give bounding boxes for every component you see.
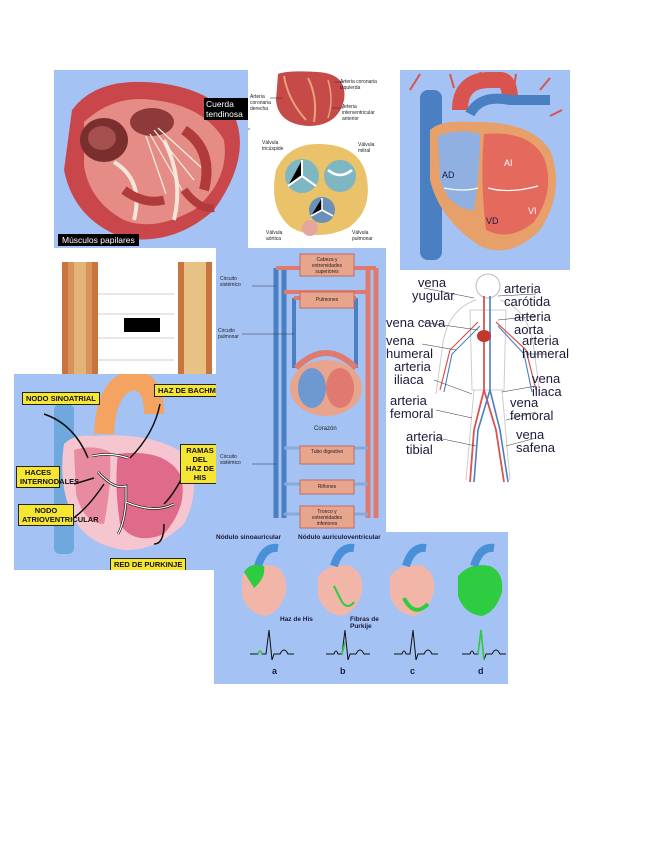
vessel-wall-illustration xyxy=(62,262,212,374)
purkinje-fibers-caption: Fibras de Purkije xyxy=(350,616,379,630)
chordae-label: Cuerda tendinosa xyxy=(204,98,250,120)
tricuspid-label: Válvula tricúspide xyxy=(262,140,284,152)
ecg-heart-d xyxy=(458,543,503,616)
anterior-artery-label: Arteria interventricular anterior xyxy=(342,104,375,122)
vi-label: VI xyxy=(528,206,537,216)
purkinje-network-tag: RED DE PURKINJE xyxy=(110,558,187,570)
arteria-carotida-label: arteria carótida xyxy=(504,281,551,309)
redacted-box xyxy=(124,318,160,332)
kidneys-box: Riñones xyxy=(317,484,337,490)
arteria-humeral-label: arteria humeral xyxy=(522,333,569,361)
ecg-label-d: d xyxy=(478,666,484,676)
ecg-heart-c xyxy=(390,543,435,616)
arteria-femoral-label: arteria femoral xyxy=(390,393,434,421)
circulation-panel: Cabeza y extremidades superiores Pulmone… xyxy=(216,248,386,532)
pulmonary-valve-label: Válvula pulmonar xyxy=(352,230,373,242)
ai-label: AI xyxy=(504,158,513,168)
conduction-system-panel: NODO SINOATRIAL HAZ DE BACHMAN HACES INT… xyxy=(14,374,216,570)
bachman-bundle-tag: HAZ DE BACHMAN xyxy=(154,384,216,397)
papillary-label: Músculos papilares xyxy=(58,234,139,246)
vena-femoral-label: vena femoral xyxy=(510,395,554,423)
arteria-tibial-label: arteria tibial xyxy=(406,429,443,457)
lungs-box: Pulmones xyxy=(315,297,339,303)
mitral-label: Válvula mitral xyxy=(358,142,375,154)
ecg-heart-a xyxy=(242,543,287,616)
heart-caption: Corazón xyxy=(314,426,337,432)
aortic-label: Válvula aórtica xyxy=(266,230,283,242)
his-bundle-caption: Haz de His xyxy=(280,616,313,623)
conduction-heart-illustration xyxy=(43,374,195,554)
vena-humeral-label: vena humeral xyxy=(386,333,433,361)
circulation-flow-diagram xyxy=(242,253,379,529)
pulmonary-circuit: Circuito pulmonar xyxy=(218,328,239,340)
coronary-heart-illustration xyxy=(270,71,345,126)
chambers-illustration xyxy=(409,71,563,260)
his-branches-tag: RAMAS DEL HAZ DE HIS xyxy=(180,444,216,484)
vena-yugular-label: vena yugular xyxy=(412,275,455,303)
left-coronary-label: Arteria coronaria izquierda xyxy=(340,79,377,91)
ecg-label-c: c xyxy=(410,666,416,676)
body-vessels-illustration xyxy=(421,273,546,483)
ecg-label-a: a xyxy=(272,666,278,676)
valves-illustration xyxy=(274,144,368,236)
heart-valves-panel: Válvula tricúspide Válvula mitral Válvul… xyxy=(248,130,388,248)
heart-chambers-panel: AD AI VD VI xyxy=(400,70,570,270)
papillary-muscles-panel: Cuerda tendinosa Músculos papilares xyxy=(54,70,250,248)
ecg-heart-b xyxy=(318,543,363,616)
internodal-bundles-tag: HACES INTERNODALES xyxy=(16,466,79,488)
systemic-circuit-top: Circuito sistémico xyxy=(220,276,241,288)
upper-extremities-box: Cabeza y extremidades superiores xyxy=(311,257,342,275)
ecg-sequence-illustration xyxy=(242,543,506,661)
sinoatrial-node-tag: NODO SINOATRIAL xyxy=(22,392,100,405)
av-node-tag: NODO ATRIOVENTRICULAR xyxy=(18,504,99,526)
digestive-box: Tubo digestivo xyxy=(310,449,344,455)
av-node-caption: Nódulo auriculoventricular xyxy=(298,534,381,541)
papillary-heart-illustration xyxy=(64,81,240,240)
ad-label: AD xyxy=(442,170,455,180)
vena-safena-label: vena safena xyxy=(516,427,556,455)
vena-iliaca-label: vena iliaca xyxy=(532,371,562,399)
ecg-label-b: b xyxy=(340,666,346,676)
coronary-arteries-panel: Arteria coronaria izquierda Arteria coro… xyxy=(248,70,388,128)
vessel-wall-panel xyxy=(54,248,216,376)
systemic-circuit-bottom: Circuito sistémico xyxy=(220,454,241,466)
vd-label: VD xyxy=(486,216,499,226)
body-vessels-panel: vena yugular arteria carótida vena cava … xyxy=(386,270,570,494)
arteria-iliaca-label: arteria iliaca xyxy=(394,359,431,387)
right-coronary-label: Arteria coronaria derecha xyxy=(250,94,271,112)
sa-node-caption: Nódulo sinoauricular xyxy=(216,534,282,541)
vena-cava-label: vena cava xyxy=(386,315,446,330)
arteria-aorta-label: arteria aorta xyxy=(514,309,551,337)
ecg-sequence-panel: Nódulo sinoauricular Nódulo auriculovent… xyxy=(214,532,508,684)
lower-extremities-box: Tronco y extremidades inferiores xyxy=(311,509,342,527)
